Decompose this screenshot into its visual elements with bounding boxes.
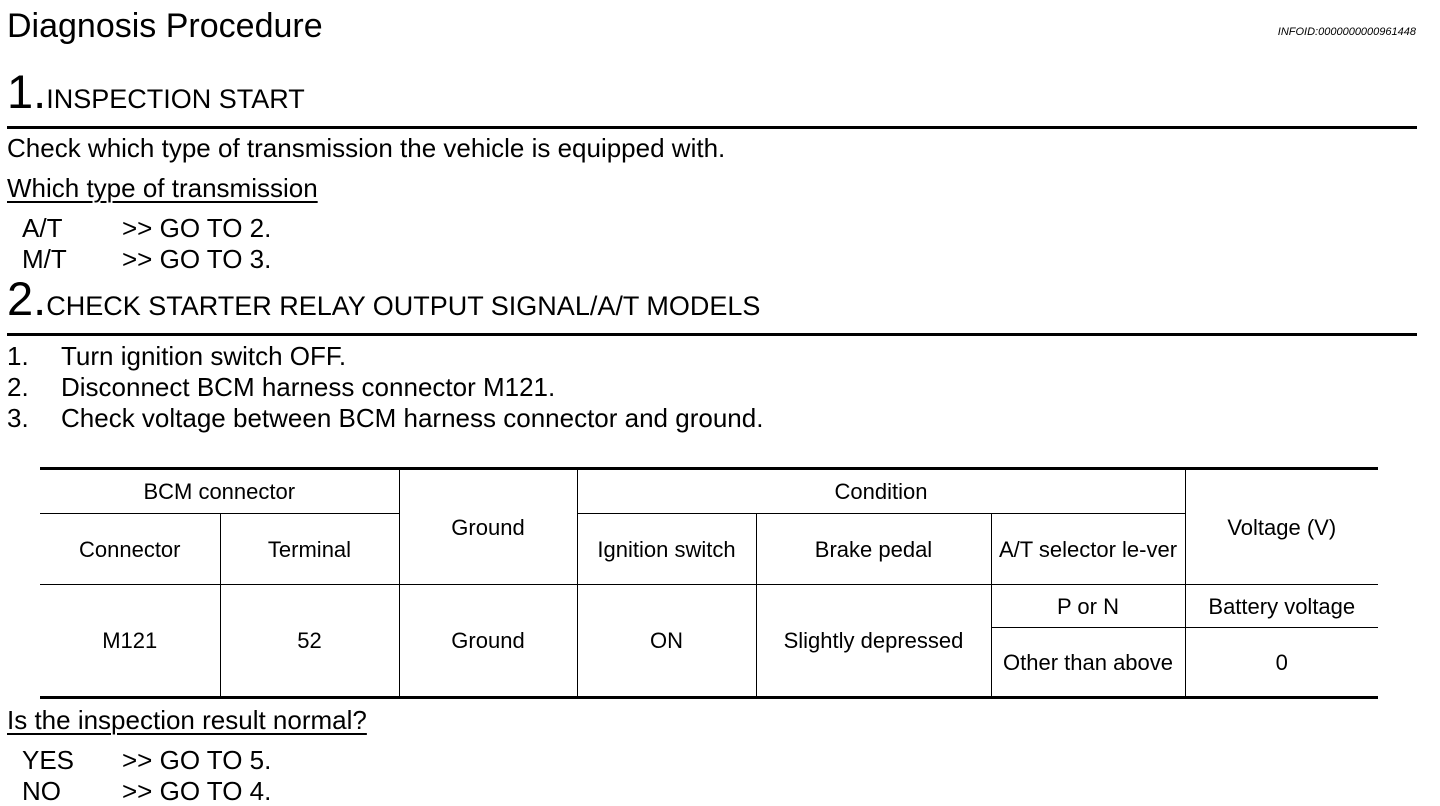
answer-row: NO >> GO TO 4. — [22, 776, 271, 806]
header-terminal: Terminal — [219, 513, 400, 585]
cell-connector: M121 — [40, 584, 221, 699]
answer-key: A/T — [22, 213, 63, 243]
header-voltage: Voltage (V) — [1184, 467, 1379, 585]
procedure-step-text: Check voltage between BCM harness connec… — [61, 403, 764, 433]
answer-action: >> GO TO 4. — [122, 776, 272, 806]
cell-selector: Other than above — [990, 627, 1186, 699]
step-2-divider — [7, 333, 1417, 336]
step-1-divider — [7, 126, 1417, 129]
procedure-step-text: Disconnect BCM harness connector M121. — [61, 372, 556, 402]
cell-voltage: 0 — [1184, 627, 1379, 699]
answer-action: >> GO TO 5. — [122, 745, 272, 775]
answer-key: M/T — [22, 244, 67, 274]
procedure-step-text: Turn ignition switch OFF. — [61, 341, 347, 371]
voltage-check-table: BCM connector Ground Condition Voltage (… — [40, 467, 1379, 699]
cell-ignition-switch: ON — [576, 584, 757, 699]
procedure-step-number: 1. — [7, 341, 29, 371]
step-2-number: 2. — [7, 272, 47, 325]
answer-action: >> GO TO 3. — [122, 244, 272, 274]
answer-row: YES >> GO TO 5. — [22, 745, 271, 775]
answer-action: >> GO TO 2. — [122, 213, 272, 243]
step-1-title: INSPECTION START — [46, 84, 305, 114]
procedure-step-number: 3. — [7, 403, 29, 433]
header-ground: Ground — [398, 467, 578, 585]
procedure-step: 1. Turn ignition switch OFF. — [7, 341, 346, 372]
header-selector-lever: A/T selector le-ver — [990, 513, 1186, 585]
page-title: Diagnosis Procedure — [7, 7, 323, 45]
step-1-heading: 1. INSPECTION START — [7, 67, 305, 117]
answer-row: M/T >> GO TO 3. — [22, 244, 271, 274]
step-1-number: 1. — [7, 65, 47, 118]
cell-voltage: Battery voltage — [1184, 584, 1379, 628]
cell-terminal: 52 — [219, 584, 400, 699]
header-bcm-connector: BCM connector — [40, 467, 400, 514]
step-2-question: Is the inspection result normal? — [7, 705, 367, 735]
header-condition: Condition — [576, 467, 1186, 514]
cell-selector: P or N — [990, 584, 1186, 628]
header-connector: Connector — [40, 513, 221, 585]
step-2-title: CHECK STARTER RELAY OUTPUT SIGNAL/A/T MO… — [46, 291, 761, 321]
info-id: INFOID:0000000000961448 — [1277, 26, 1416, 38]
step-2-heading: 2. CHECK STARTER RELAY OUTPUT SIGNAL/A/T… — [7, 274, 760, 324]
cell-brake-pedal: Slightly depressed — [755, 584, 992, 699]
procedure-step-number: 2. — [7, 372, 29, 402]
procedure-step: 2. Disconnect BCM harness connector M121… — [7, 372, 555, 403]
step-1-instruction: Check which type of transmission the veh… — [7, 133, 726, 163]
header-brake-pedal: Brake pedal — [755, 513, 992, 585]
cell-ground: Ground — [398, 584, 578, 699]
answer-row: A/T >> GO TO 2. — [22, 213, 271, 243]
answer-key: NO — [22, 776, 61, 806]
answer-key: YES — [22, 745, 75, 775]
header-ignition-switch: Ignition switch — [576, 513, 757, 585]
procedure-step: 3. Check voltage between BCM harness con… — [7, 403, 763, 434]
step-1-question: Which type of transmission — [7, 173, 318, 203]
